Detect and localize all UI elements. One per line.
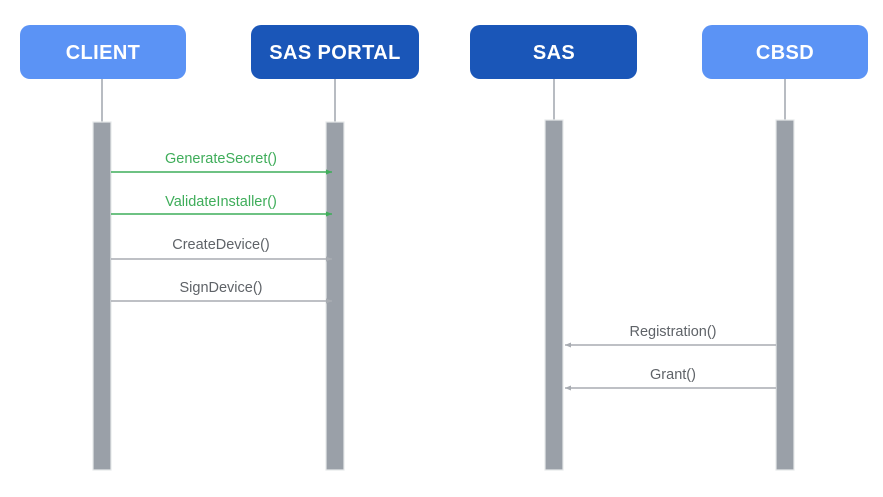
message-create-device: CreateDevice() — [111, 237, 333, 262]
message-validate-installer: ValidateInstaller() — [111, 194, 333, 217]
actor-label-sas-portal: SAS PORTAL — [269, 42, 400, 64]
message-label-create-device: CreateDevice() — [172, 237, 270, 253]
activation-bar-cbsd — [775, 119, 795, 471]
activation-bar-sas — [544, 119, 564, 471]
message-label-sign-device: SignDevice() — [180, 280, 263, 296]
actor-boxes-group: CLIENT SAS PORTAL SAS CBSD — [20, 25, 868, 79]
message-sign-device: SignDevice() — [111, 280, 333, 304]
actor-box-client[interactable]: CLIENT — [20, 25, 186, 79]
actor-label-client: CLIENT — [66, 42, 141, 64]
message-label-grant: Grant() — [650, 367, 696, 383]
activation-bars-group — [92, 119, 795, 471]
actor-box-cbsd[interactable]: CBSD — [702, 25, 868, 79]
activation-bar-client — [92, 121, 112, 471]
message-label-registration: Registration() — [629, 324, 716, 340]
actor-box-sas-rect[interactable] — [470, 25, 637, 79]
actor-label-cbsd: CBSD — [756, 42, 814, 64]
actor-box-sas-portal[interactable]: SAS PORTAL — [251, 25, 419, 79]
messages-group: GenerateSecret() ValidateInstaller() Cre… — [111, 151, 776, 391]
message-label-validate-installer: ValidateInstaller() — [165, 194, 277, 210]
message-registration: Registration() — [564, 324, 776, 348]
lifelines-group — [101, 79, 786, 123]
message-label-generate-secret: GenerateSecret() — [165, 151, 277, 167]
message-generate-secret: GenerateSecret() — [111, 151, 333, 175]
actor-box-cbsd-rect[interactable] — [702, 25, 868, 79]
message-grant: Grant() — [564, 367, 776, 391]
actor-label-sas: SAS — [533, 42, 575, 64]
activation-bar-sas-portal — [325, 121, 345, 471]
actor-box-sas-portal-rect[interactable] — [251, 25, 419, 79]
actor-box-client-rect[interactable] — [20, 25, 186, 79]
actor-box-sas[interactable]: SAS — [470, 25, 637, 79]
